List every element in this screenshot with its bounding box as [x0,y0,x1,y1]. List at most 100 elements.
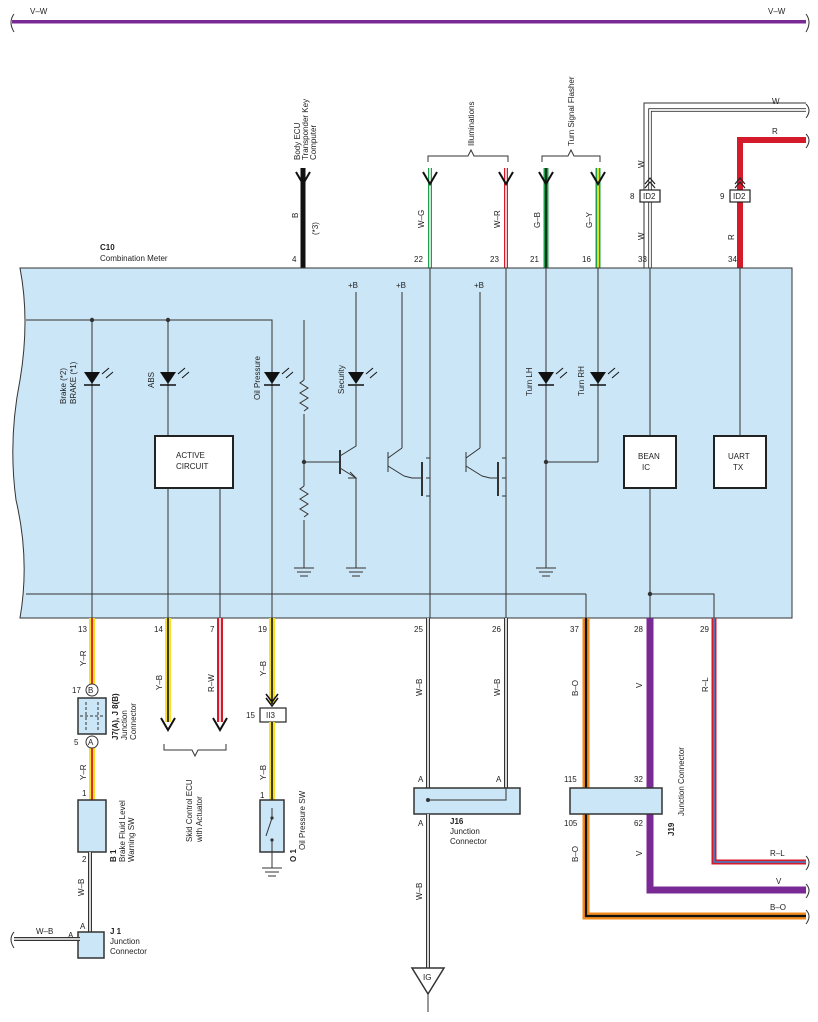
turn-lh-indicator: Turn LH [525,268,568,577]
svg-text:CIRCUIT: CIRCUIT [176,462,209,471]
wire-pin-28: V V V [635,618,806,894]
svg-text:Y–R: Y–R [79,764,88,780]
svg-text:V: V [635,850,644,856]
wire-label-pin-34: R [727,234,736,240]
wire-label-pin-33-upper: W [637,160,646,168]
note-pin-4: (*3) [311,222,320,235]
ig-ground: IG [410,967,446,1012]
wire-pin-34: ID2 9 R 34 R [720,127,806,268]
svg-text:TX: TX [733,463,744,472]
pin-34: 34 [728,255,737,264]
wire-label-pin-21: G–B [533,212,542,228]
svg-text:Skid Control ECU: Skid Control ECU [185,779,194,842]
body-ecu-label: Body ECU Transponder Key Computer [293,99,318,160]
svg-text:1: 1 [82,789,87,798]
svg-text:Transponder Key: Transponder Key [301,99,310,160]
svg-text:Brake Fluid Level: Brake Fluid Level [118,800,127,862]
brake-indicator: Brake (*2) BRAKE (*1) [59,317,114,618]
svg-text:+B: +B [474,281,484,290]
svg-text:W–B: W–B [36,927,53,936]
brake-label-line1: Brake (*2) [59,368,68,404]
svg-text:Computer: Computer [309,125,318,160]
wire-pin-13: Y–R Y–R [79,618,95,800]
pin-26: 26 [492,625,501,634]
id2-connector-9 [729,189,751,203]
svg-text:Y–R: Y–R [79,650,88,666]
wire-pin-4: B (*3) 4 [291,168,320,268]
svg-text:Connector: Connector [129,703,138,740]
brake-label-line2: BRAKE (*1) [69,361,78,404]
wire-label-pin-4: B [291,213,300,218]
abs-label: ABS [147,372,156,388]
j1-id: J 1 [110,927,122,936]
svg-text:Y–B: Y–B [259,765,268,780]
svg-text:105: 105 [564,819,578,828]
pin-19: 19 [258,625,267,634]
j1-connector: A A W–B J 1 Junction Connector [10,922,147,959]
oil-pressure-indicator: Oil Pressure [253,355,294,400]
illumination-switch-2: +B [465,268,507,618]
bus-label-v: V [776,877,782,886]
pin-14: 14 [154,625,163,634]
pin-25: 25 [414,625,423,634]
top-bus-label-left: V–W [30,7,48,16]
svg-text:Connector: Connector [110,947,147,956]
o1-id: O 1 [289,849,298,862]
bus-label-bo: B–O [770,903,786,912]
svg-text:A: A [68,931,74,940]
svg-text:Oil Pressure SW: Oil Pressure SW [298,790,307,850]
bus-label-rl: R–L [770,849,785,858]
meter-id: C10 [100,243,115,252]
pin-22: 22 [414,255,423,264]
svg-text:UART: UART [728,452,750,461]
pin-37: 37 [570,625,579,634]
b1-id: B 1 [109,849,118,862]
bean-ic: BEAN IC [623,268,715,618]
oil-pressure-switch: 1 O 1 Oil Pressure SW [259,790,307,877]
svg-text:Junction: Junction [120,710,129,740]
meter-name: Combination Meter [100,254,168,263]
svg-text:Junction Connector: Junction Connector [677,747,686,816]
svg-text:Y–B: Y–B [259,661,268,676]
abs-indicator: ABS [147,317,190,436]
j16-connector: A A A J16 Junction Connector W–B [413,775,521,968]
pin-16: 16 [582,255,591,264]
wire-label-pin-33: W [637,232,646,240]
svg-text:ID2: ID2 [643,192,656,201]
pin-23: 23 [490,255,499,264]
svg-text:A: A [418,819,424,828]
pin-13: 13 [78,625,87,634]
illuminations-group: Illuminations [427,102,509,162]
pin-33: 33 [638,255,647,264]
pin-21: 21 [530,255,539,264]
wire-pin-23: W–R 23 [490,168,514,268]
j19-id: J19 [667,822,676,836]
wire-pin-19: Y–B II3 15 Y–B [246,618,287,800]
turn-flasher-group: Turn Signal Flasher [541,76,601,162]
svg-text:32: 32 [634,775,643,784]
turn-rh-label: Turn RH [577,366,586,396]
j7-connector: B 17 A 5 J7(A), J 8(B) Junction Connecto… [72,683,138,749]
svg-text:ID2: ID2 [733,192,746,201]
skid-control-ecu: Skid Control ECU with Actuator [163,744,227,843]
svg-text:II3: II3 [266,711,275,720]
security-label: Security [337,365,346,394]
top-bus-label-right: V–W [768,7,786,16]
bus-label-w: W [772,97,780,106]
svg-text:B–O: B–O [571,846,580,862]
svg-text:W–B: W–B [493,679,502,696]
uart-tx: UART TX [713,268,767,489]
turn-rh-indicator: Turn RH [546,268,620,463]
wire-pin-7: R–W [207,618,228,732]
wire-label-pin-23: W–R [493,210,502,228]
svg-text:A: A [88,738,94,747]
svg-text:B–O: B–O [571,680,580,696]
svg-text:R–W: R–W [207,674,216,692]
j19-connector: 115 32 105 62 J19 Junction Connector [564,747,686,836]
brake-fluid-switch: 1 2 B 1 Brake Fluid Level Warning SW W–B [77,789,136,932]
pin-7: 7 [210,625,215,634]
j7-id: J7(A), J 8(B) [111,693,120,740]
svg-text:A: A [80,922,86,931]
pin-28: 28 [634,625,643,634]
